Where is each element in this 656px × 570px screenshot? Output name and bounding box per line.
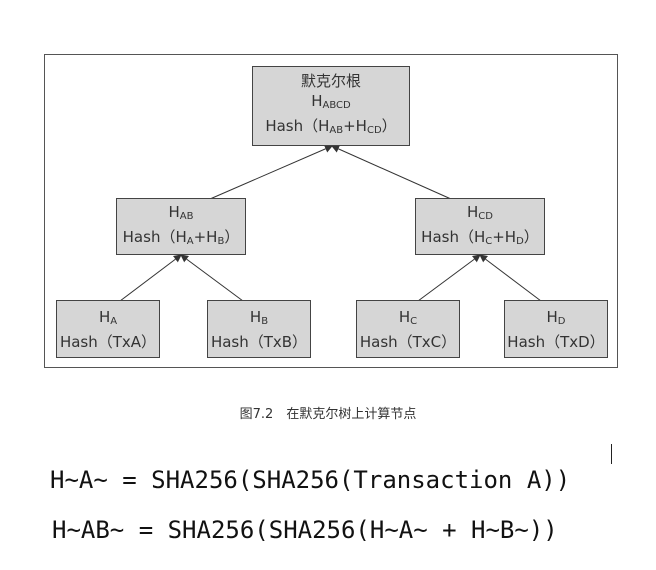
hash-cd-node: HCD Hash（HC+HD） [415, 198, 545, 255]
edge-hcd-to-root [331, 145, 452, 200]
ha-formula: Hash（TxA） [59, 332, 157, 351]
edge-hc-to-hcd [417, 254, 481, 302]
figure-caption: 图7.2 在默克尔树上计算节点 [239, 407, 417, 422]
hash-c-node: HC Hash（TxC） [356, 300, 460, 358]
hab-label: HAB [168, 202, 194, 222]
hd-label: HD [546, 307, 566, 327]
formula-line-2: H~AB~ = SHA256(SHA256(H~A~ + H~B~)) [52, 516, 558, 544]
hash-d-node: HD Hash（TxD） [504, 300, 608, 358]
edge-hab-to-root [209, 145, 333, 200]
hab-formula: Hash（HA+HB） [122, 227, 240, 247]
root-hash-label: HABCD [311, 92, 351, 111]
formula-line-1: H~A~ = SHA256(SHA256(Transaction A)) [50, 466, 571, 494]
merkle-root-node: 默克尔根 HABCD Hash（HAB+HCD） [252, 66, 410, 146]
root-hash-formula: Hash（HAB+HCD） [265, 117, 397, 136]
edge-ha-to-hab [119, 254, 182, 302]
hcd-formula: Hash（HC+HD） [421, 227, 539, 247]
root-title: 默克尔根 [300, 72, 361, 90]
edge-hb-to-hab [180, 254, 244, 302]
hcd-label: HCD [467, 202, 493, 222]
text-cursor [611, 444, 612, 464]
hc-formula: Hash（TxC） [359, 332, 457, 351]
edge-hd-to-hcd [479, 254, 542, 302]
hb-label: HB [249, 307, 269, 327]
hc-label: HC [398, 307, 418, 327]
ha-label: HA [98, 307, 118, 327]
hd-formula: Hash（TxD） [507, 332, 605, 351]
hash-b-node: HB Hash（TxB） [207, 300, 311, 358]
hash-ab-node: HAB Hash（HA+HB） [116, 198, 246, 255]
hb-formula: Hash（TxB） [210, 332, 308, 351]
figure-frame [44, 54, 618, 368]
hash-a-node: HA Hash（TxA） [56, 300, 160, 358]
